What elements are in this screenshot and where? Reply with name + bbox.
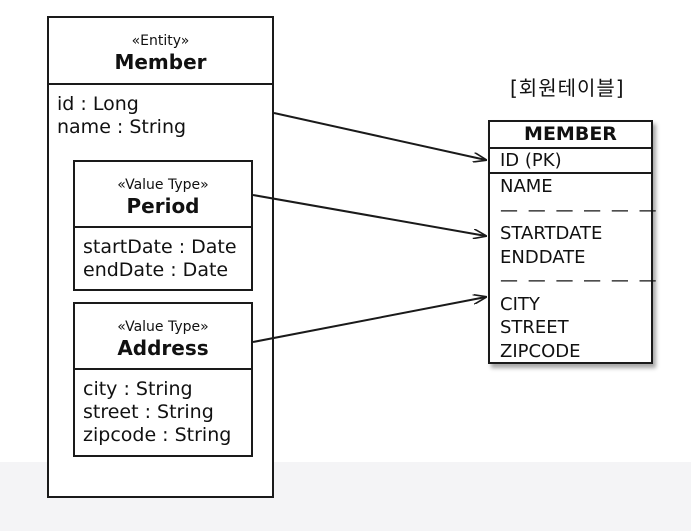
db-table-pk: ID (PK) [490, 149, 651, 174]
value-type-attribute: street : String [83, 401, 214, 423]
value-type-attributes: startDate : Date endDate : Date [83, 236, 237, 282]
arrow-address-to-city [252, 297, 486, 343]
value-type-stereotype: «Value Type» [117, 177, 209, 193]
value-type-stereotype: «Value Type» [117, 319, 209, 335]
db-table-member: MEMBER ID (PK) NAME — — — — — — STARTDAT… [488, 120, 657, 364]
entity-attribute: id : Long [57, 93, 139, 115]
value-type-attribute: zipcode : String [83, 424, 232, 446]
db-column: ZIPCODE [500, 340, 581, 362]
entity-stereotype: «Entity» [131, 33, 190, 49]
value-type-name: Period [126, 194, 200, 218]
db-column-separator: — — — — — — [500, 270, 659, 291]
value-type-attribute: startDate : Date [83, 236, 237, 258]
value-type-attributes: city : String street : String zipcode : … [83, 378, 231, 447]
db-column: NAME [500, 176, 553, 197]
table-label: [회원테이블] [510, 76, 625, 100]
arrow-period-to-startdate [252, 194, 486, 236]
entity-name: Member [114, 50, 207, 74]
db-table-name: MEMBER [490, 122, 651, 149]
value-type-header: «Value Type» Address [75, 304, 251, 370]
entity-attributes: id : Long name : String [57, 93, 186, 139]
value-type-period-box: «Value Type» Period startDate : Date end… [73, 160, 253, 291]
db-column: ENDDATE [500, 246, 586, 268]
value-type-attribute: city : String [83, 378, 193, 400]
value-type-address-box: «Value Type» Address city : String stree… [73, 302, 253, 457]
arrow-member-to-id [273, 112, 486, 160]
db-column: CITY [500, 293, 540, 315]
value-type-attribute: endDate : Date [83, 259, 229, 281]
db-column: STARTDATE [500, 223, 603, 244]
entity-attribute: name : String [57, 116, 187, 138]
value-type-name: Address [117, 336, 209, 360]
db-column: STREET [500, 317, 569, 338]
db-table-columns: NAME — — — — — — STARTDATE ENDDATE — — —… [500, 175, 659, 363]
value-type-header: «Value Type» Period [75, 162, 251, 228]
entity-header: «Entity» Member [49, 18, 272, 85]
db-column-separator: — — — — — — [500, 199, 659, 221]
